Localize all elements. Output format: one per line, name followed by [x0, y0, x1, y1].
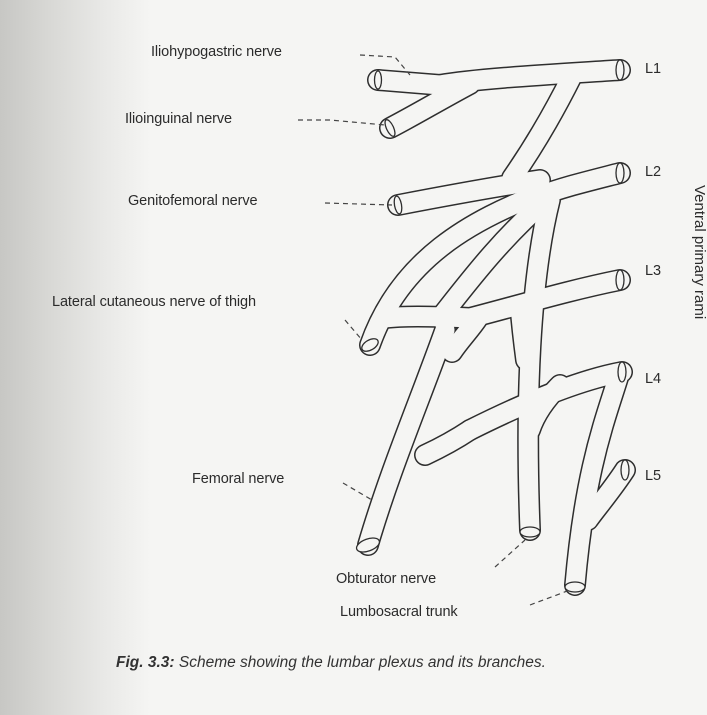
- figure-number: Fig. 3.3:: [116, 654, 175, 671]
- ventral-primary-rami-label: Ventral primary rami: [691, 185, 707, 319]
- genitofemoral-leader: [325, 203, 392, 205]
- figure-caption-text: Scheme showing the lumbar plexus and its…: [179, 654, 546, 671]
- l4-root-cut: [618, 362, 626, 382]
- root-label-l1: L1: [645, 61, 661, 77]
- lumbosacral-label: Lumbosacral trunk: [340, 604, 458, 620]
- femoral-label: Femoral nerve: [192, 471, 284, 487]
- ilioinguinal-label: Ilioinguinal nerve: [125, 111, 232, 127]
- lumbosacral-leader: [530, 590, 570, 605]
- figure-caption: Fig. 3.3: Scheme showing the lumbar plex…: [116, 654, 546, 672]
- nerve-outlines: [368, 70, 625, 585]
- root-label-l5: L5: [645, 468, 661, 484]
- root-label-l2: L2: [645, 164, 661, 180]
- l5-root-cut: [621, 460, 629, 480]
- genitofemoral-label: Genitofemoral nerve: [128, 193, 257, 209]
- l2-root-cut: [616, 163, 624, 183]
- femoral-leader: [343, 483, 372, 500]
- obturator-cut: [520, 527, 540, 537]
- l3-root-cut: [616, 270, 624, 290]
- lateral-cutaneous-leader: [345, 320, 362, 340]
- root-label-l3: L3: [645, 263, 661, 279]
- iliohypogastric-label: Iliohypogastric nerve: [151, 44, 282, 60]
- ilioinguinal-leader: [298, 120, 385, 125]
- iliohypogastric-cut: [375, 71, 382, 89]
- l1-root-cut: [616, 60, 624, 80]
- obturator-label: Obturator nerve: [336, 571, 436, 587]
- lateral-cutaneous-label: Lateral cutaneous nerve of thigh: [52, 294, 256, 310]
- obturator-leader: [495, 540, 525, 567]
- root-label-l4: L4: [645, 371, 661, 387]
